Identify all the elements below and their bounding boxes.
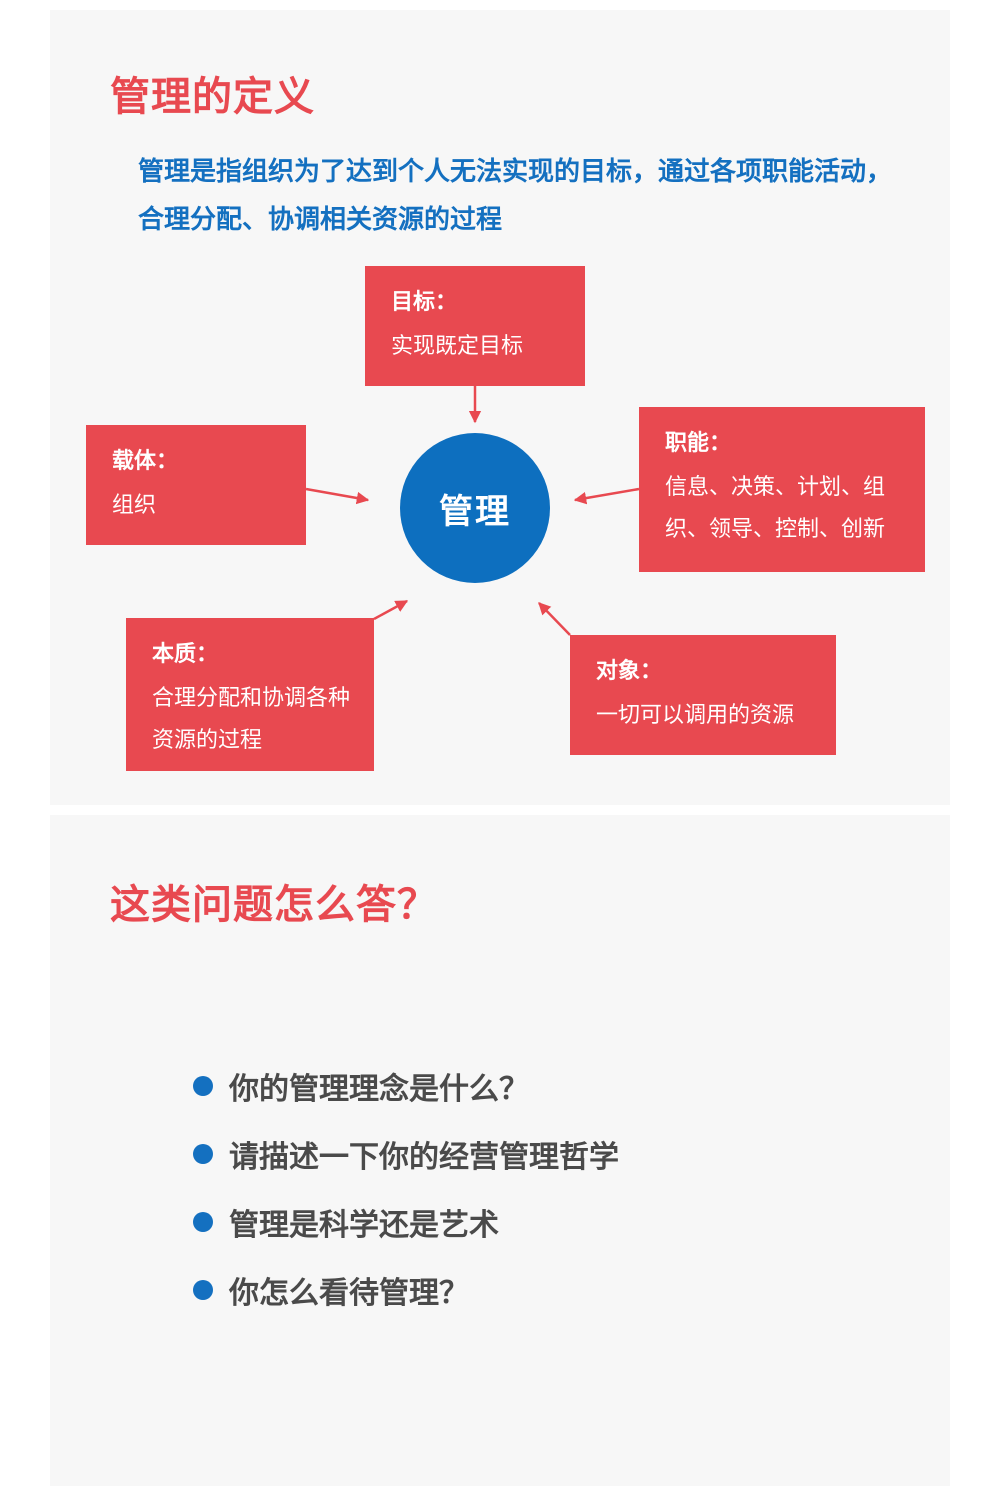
center-hub: 管理 (400, 433, 550, 583)
node-essence: 本质： 合理分配和协调各种资源的过程 (126, 618, 374, 771)
question-text: 你怎么看待管理？ (229, 1276, 469, 1311)
arrow-carrier (305, 487, 370, 505)
definition-text: 管理是指组织为了达到个人无法实现的目标，通过各项职能活动，合理分配、协调相关资源… (138, 157, 893, 235)
bullet-dot-icon (193, 1144, 213, 1164)
list-item: 你的管理理念是什么？ (193, 1052, 619, 1120)
question-list: 你的管理理念是什么？ 请描述一下你的经营管理哲学 管理是科学还是艺术 你怎么看待… (193, 1052, 619, 1324)
node-carrier-text: 组织 (112, 493, 157, 518)
list-item: 你怎么看待管理？ (193, 1256, 619, 1324)
definition-heading: 管理的定义 (110, 74, 315, 120)
bullet-dot-icon (193, 1280, 213, 1300)
node-object: 对象： 一切可以调用的资源 (570, 635, 836, 755)
node-carrier: 载体： 组织 (86, 425, 306, 545)
node-object-title: 对象： (596, 659, 663, 684)
list-item: 管理是科学还是艺术 (193, 1188, 619, 1256)
node-object-text: 一切可以调用的资源 (596, 703, 795, 728)
arrow-function (573, 487, 640, 505)
node-carrier-title: 载体： (112, 449, 179, 474)
bullet-dot-icon (193, 1076, 213, 1096)
node-goal: 目标： 实现既定目标 (365, 266, 585, 386)
questions-heading: 这类问题怎么答？ (110, 882, 438, 928)
bullet-dot-icon (193, 1212, 213, 1232)
node-function-title: 职能： (665, 431, 732, 456)
node-function-text: 信息、决策、计划、组织、领导、控制、创新 (665, 475, 886, 542)
node-essence-text: 合理分配和协调各种资源的过程 (152, 686, 351, 753)
arrow-essence (373, 599, 409, 621)
arrow-object (538, 602, 571, 636)
question-text: 管理是科学还是艺术 (229, 1208, 499, 1243)
node-essence-title: 本质： (152, 642, 219, 667)
node-goal-text: 实现既定目标 (391, 334, 524, 359)
node-goal-title: 目标： (391, 290, 458, 315)
question-text: 你的管理理念是什么？ (229, 1072, 529, 1107)
node-function: 职能： 信息、决策、计划、组织、领导、控制、创新 (639, 407, 925, 572)
question-text: 请描述一下你的经营管理哲学 (229, 1140, 619, 1175)
list-item: 请描述一下你的经营管理哲学 (193, 1120, 619, 1188)
